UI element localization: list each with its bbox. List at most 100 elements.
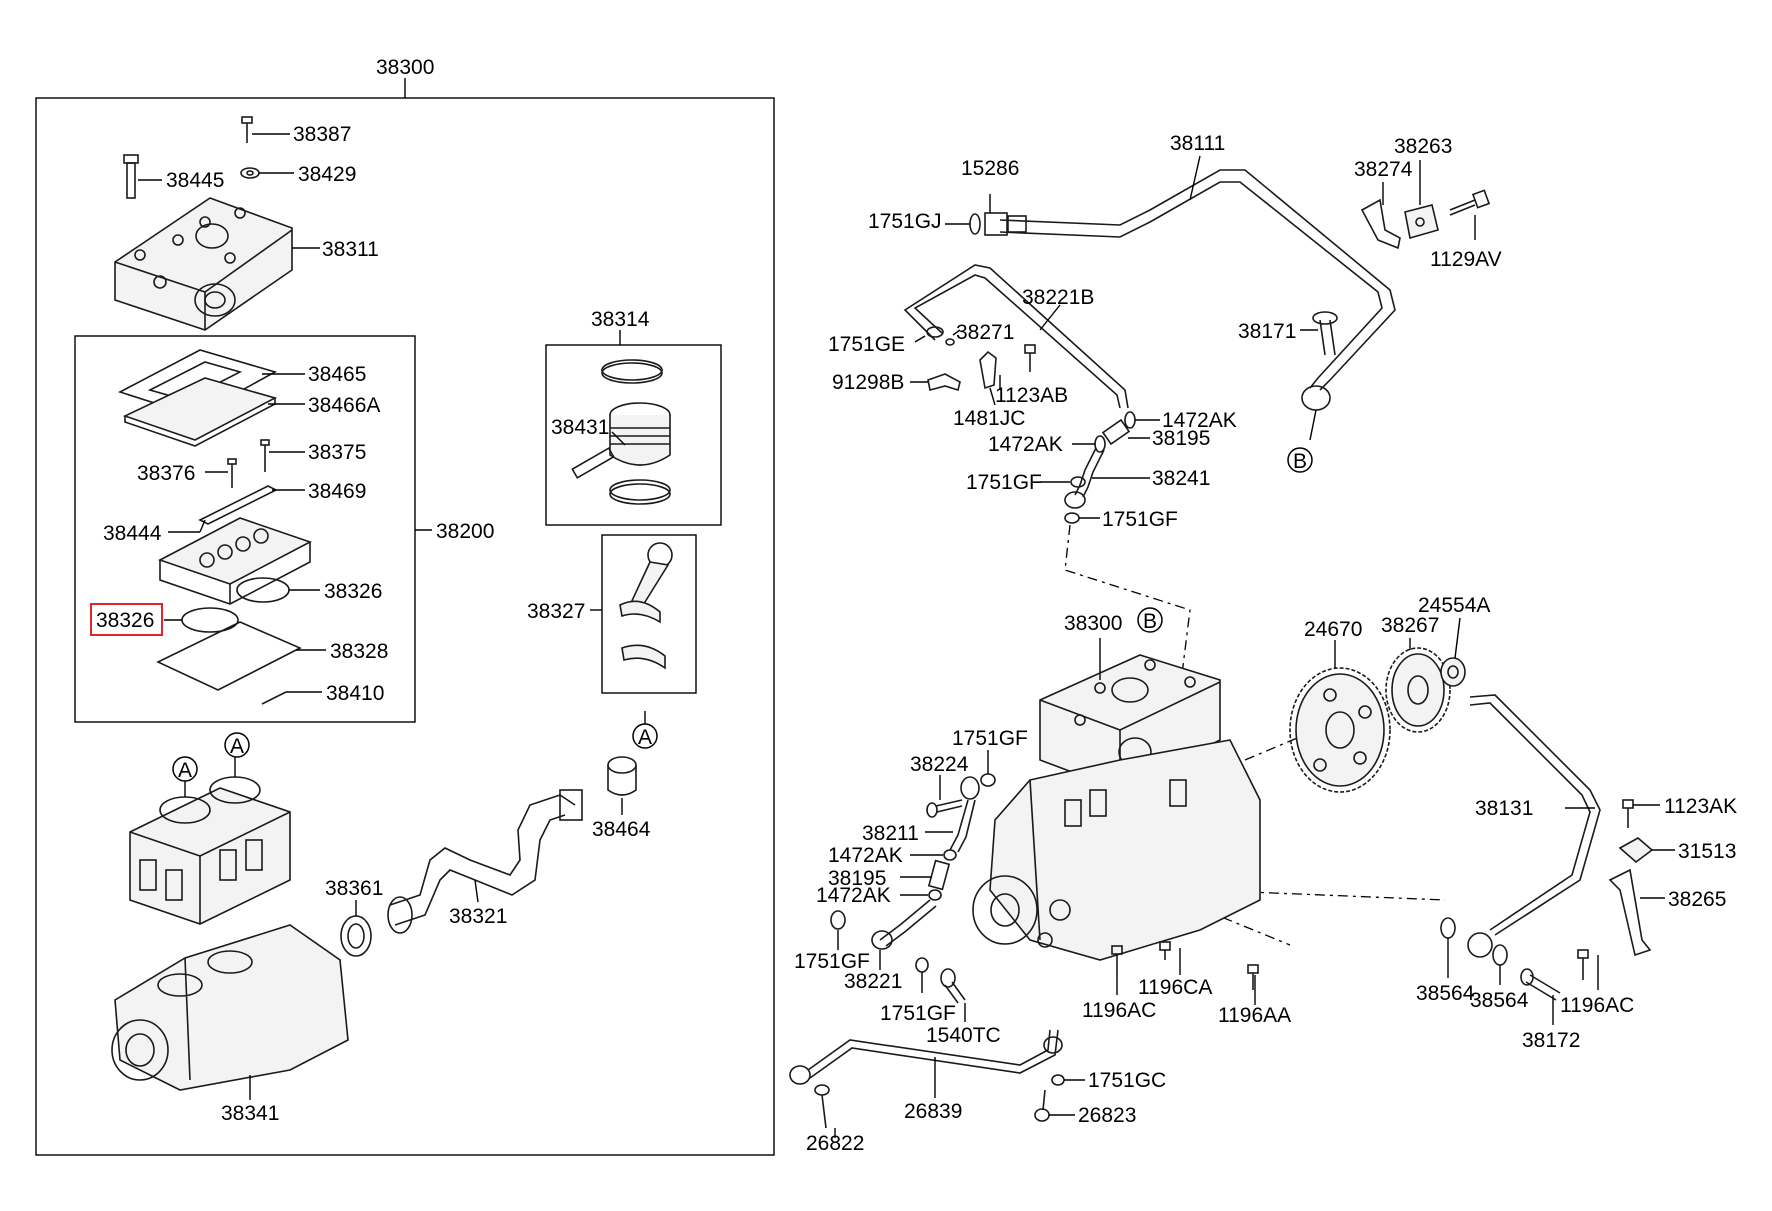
bolt-38387-part [241, 116, 290, 143]
pin-38410-part [261, 691, 322, 705]
pipe-38221-part [871, 899, 937, 970]
banjo-38211-part [925, 776, 980, 853]
part-label-38464: 38464 [592, 818, 651, 841]
bolt-1129AV-part [1449, 189, 1491, 240]
bracket-38265-part [1608, 868, 1665, 957]
bolt-38171-part [1300, 311, 1338, 356]
clamp-1751GJ-part [945, 213, 981, 235]
part-label-38321: 38321 [449, 905, 507, 928]
clip-1481JC-part [979, 350, 997, 406]
part-label-38195-lower: 38195 [828, 867, 886, 890]
part-label-38171: 38171 [1238, 320, 1296, 343]
clamp-1472AK-lower-part [1072, 435, 1106, 453]
bolt-38224-part [926, 775, 963, 818]
part-label-38326-highlighted: 38326 [96, 609, 154, 632]
bolt-1123AK-part [1622, 799, 1660, 828]
air-compressor-assembly-part [972, 638, 1261, 961]
part-label-1751GF-upper: 1751GF [966, 471, 1042, 494]
part-label-1123AK: 1123AK [1664, 795, 1737, 818]
bracket-91298B-part [910, 373, 961, 392]
crankcase-38341-part [111, 924, 349, 1100]
part-label-1472AK-upper: 1472AK [1162, 409, 1237, 432]
part-label-38221: 38221 [844, 970, 902, 993]
reference-A-left: A [172, 756, 198, 782]
bolt-38445-part [123, 154, 162, 199]
part-label-38267: 38267 [1381, 614, 1439, 637]
part-label-1196CA: 1196CA [1138, 976, 1212, 999]
eye-fitting-38241-part [1064, 491, 1086, 509]
gasket-ring-38326-lower-part [164, 607, 239, 633]
washer-1751GF-upper-part [1040, 476, 1086, 488]
reference-A-top: A [224, 732, 250, 758]
part-label-26823: 26823 [1078, 1104, 1136, 1127]
reference-A-top-text: A [230, 735, 244, 758]
part-label-91298B: 91298B [832, 371, 904, 394]
gasket-ring-38326-part [236, 577, 320, 603]
piston-frame-38314 [545, 344, 722, 526]
washer-38564-b-part [1492, 944, 1508, 985]
bolt-26822-part [814, 1084, 836, 1138]
part-label-24670: 24670 [1304, 618, 1362, 641]
part-label-38361: 38361 [325, 877, 383, 900]
alignment-line-upper [1064, 524, 1191, 691]
part-label-1751GJ: 1751GJ [868, 210, 942, 233]
washer-38429-part [240, 167, 294, 179]
part-label-38200: 38200 [436, 520, 494, 543]
oil-pipe-38131-part [1467, 694, 1601, 958]
part-label-38241: 38241 [1152, 467, 1210, 490]
part-label-1540TC: 1540TC [926, 1024, 1001, 1047]
part-label-38444: 38444 [103, 522, 162, 545]
part-label-38224: 38224 [910, 753, 969, 776]
part-label-38341: 38341 [221, 1102, 279, 1125]
clip-31513-part [1618, 837, 1675, 864]
part-label-38327: 38327 [527, 600, 585, 623]
pipe-38221B-part [903, 264, 1129, 409]
gasket-sheet-38328-part [156, 621, 326, 691]
part-label-38465: 38465 [308, 363, 366, 386]
crankshaft-38321-part [387, 789, 583, 934]
reference-A-left-text: A [178, 759, 192, 782]
valve-plate-38444-part [157, 517, 313, 605]
pipe-26839-part [789, 1029, 1063, 1098]
part-label-38111: 38111 [1170, 132, 1225, 155]
part-label-38466A: 38466A [308, 394, 380, 417]
screw-38375-part [260, 439, 305, 472]
clamp-1472AK-upper-part [1124, 411, 1160, 429]
washer-1751GF-lower-part [1064, 512, 1100, 524]
fitting-15286-part [984, 194, 1027, 236]
piston-ring-bottom-part [609, 479, 671, 505]
part-label-38429: 38429 [298, 163, 356, 186]
part-label-38375: 38375 [308, 441, 366, 464]
part-label-38265: 38265 [1668, 888, 1726, 911]
part-label-26822: 26822 [806, 1132, 864, 1155]
clamp-1472AK-d-part [900, 889, 942, 901]
part-label-1751GE: 1751GE [828, 333, 905, 356]
part-label-38131: 38131 [1475, 797, 1533, 820]
plate-38466A-part [122, 377, 305, 447]
part-label-38410: 38410 [326, 682, 384, 705]
screw-38376-part [205, 458, 237, 488]
part-label-38211: 38211 [862, 822, 919, 845]
screw-1123AB-part [999, 344, 1036, 390]
washer-1751GF-e-part [915, 957, 929, 993]
part-label-1472AK-lower: 1472AK [988, 433, 1063, 456]
part-label-38311: 38311 [322, 238, 379, 261]
bracket-38274-part [1360, 182, 1401, 250]
bolt-26823-part [1034, 1089, 1075, 1122]
part-labels: 38300 38387 38445 38429 38311 38465 3846… [96, 56, 1737, 1155]
part-label-38221B: 38221B [1022, 286, 1094, 309]
part-label-38431: 38431 [551, 416, 609, 439]
part-label-1196AC-right: 1196AC [1560, 994, 1634, 1017]
part-label-38445: 38445 [166, 169, 224, 192]
bolt-38172-part [1520, 968, 1561, 1025]
oil-seal-38361-part [340, 900, 372, 957]
part-label-38469: 38469 [308, 480, 366, 503]
washer-38564-a-part [1440, 917, 1456, 978]
washer-1751GF-c-part [980, 750, 996, 787]
pipe-38241-part [1074, 447, 1150, 498]
clip-1751GC-part [1051, 1074, 1085, 1086]
part-label-1751GF-e: 1751GF [880, 1002, 956, 1025]
reference-B-pipe-text: B [1293, 450, 1307, 473]
bolt-1196AA-part [1247, 964, 1259, 1005]
